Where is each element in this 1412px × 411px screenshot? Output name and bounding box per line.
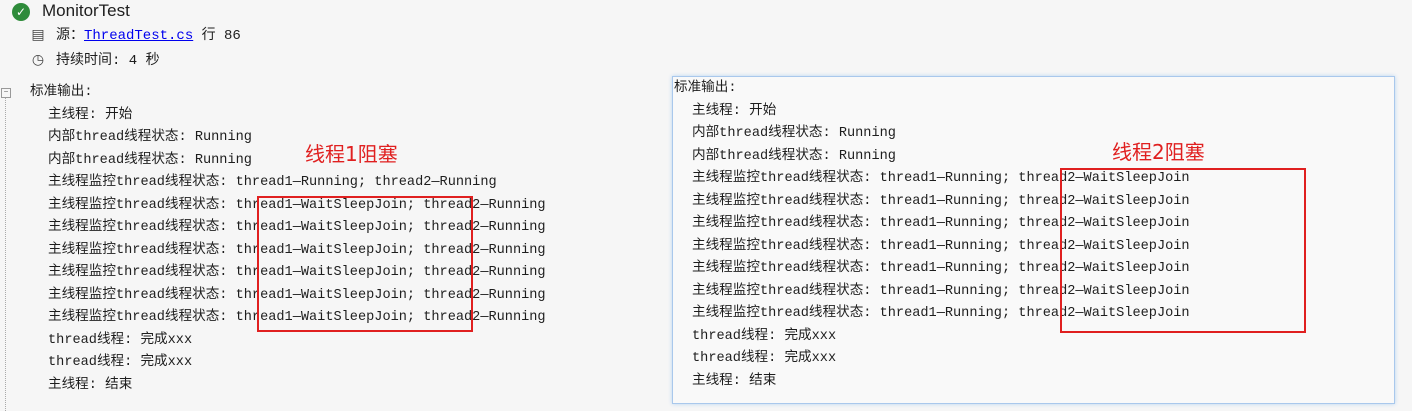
output-line: 主线程监控thread线程状态: thread1—Running; thread… xyxy=(48,175,497,190)
duration-label: 持续时间: 4 秒 xyxy=(56,53,160,69)
collapse-toggle[interactable]: − xyxy=(1,88,11,98)
left-output: 标准输出: 主线程: 开始内部thread线程状态: Running 内部threa… xyxy=(30,82,546,397)
document-icon: ▤ xyxy=(31,27,45,43)
output-line: thread线程: 完成xxx xyxy=(692,328,837,344)
output-line: 内部thread线程状态: Running xyxy=(48,152,252,168)
output-line: 主线程监控thread线程状态: thread1—WaitSleepJoin; … xyxy=(48,220,546,235)
output-line: 主线程: 开始 xyxy=(692,103,777,119)
output-line: 内部thread线程状态: Running xyxy=(48,130,252,145)
annotation-thread1: 线程1阻塞 xyxy=(305,142,398,166)
passed-check-icon: ✓ xyxy=(12,3,30,21)
clock-icon: ◷ xyxy=(31,52,45,68)
output-line: 主线程监控thread线程状态: thread1—WaitSleepJoin; … xyxy=(48,265,546,280)
output-heading: 标准输出: xyxy=(674,81,737,96)
line-label: 行 86 xyxy=(201,28,241,44)
test-title: MonitorTest xyxy=(42,1,130,20)
output-line: thread线程: 完成xxx xyxy=(48,355,193,370)
tree-line xyxy=(5,98,6,411)
output-line: 主线程监控thread线程状态: thread1—WaitSleepJoin; … xyxy=(48,287,546,303)
output-line: 主线程: 结束 xyxy=(48,377,133,393)
output-line: thread线程: 完成xxx xyxy=(48,332,193,348)
output-panel-right xyxy=(672,76,1395,404)
highlight-box-thread1 xyxy=(257,196,473,332)
output-line: 主线程监控thread线程状态: thread1—WaitSleepJoin; … xyxy=(48,242,546,258)
source-row: ▤ 源：ThreadTest.cs 行 86 xyxy=(30,25,241,46)
right-output: 标准输出: 主线程: 开始内部thread线程状态: Running 内部threa… xyxy=(674,78,1190,393)
source-label: 源： xyxy=(56,28,84,44)
output-line: 内部thread线程状态: Running xyxy=(692,126,896,141)
highlight-box-thread2 xyxy=(1060,168,1306,333)
output-line: 主线程: 结束 xyxy=(692,373,777,389)
output-line: 主线程监控thread线程状态: thread1—Running; thread… xyxy=(692,261,1190,276)
output-line: 主线程: 开始 xyxy=(48,107,133,123)
output-line: 主线程监控thread线程状态: thread1—WaitSleepJoin; … xyxy=(48,310,546,325)
annotation-thread2: 线程2阻塞 xyxy=(1112,140,1205,164)
output-heading: 标准输出: xyxy=(30,85,93,100)
output-line: thread线程: 完成xxx xyxy=(692,351,837,366)
source-link[interactable]: ThreadTest.cs xyxy=(84,28,194,44)
output-line: 内部thread线程状态: Running xyxy=(692,148,896,164)
output-line: 主线程监控thread线程状态: thread1—WaitSleepJoin; … xyxy=(48,197,546,213)
duration-row: ◷ 持续时间: 4 秒 xyxy=(30,50,160,71)
